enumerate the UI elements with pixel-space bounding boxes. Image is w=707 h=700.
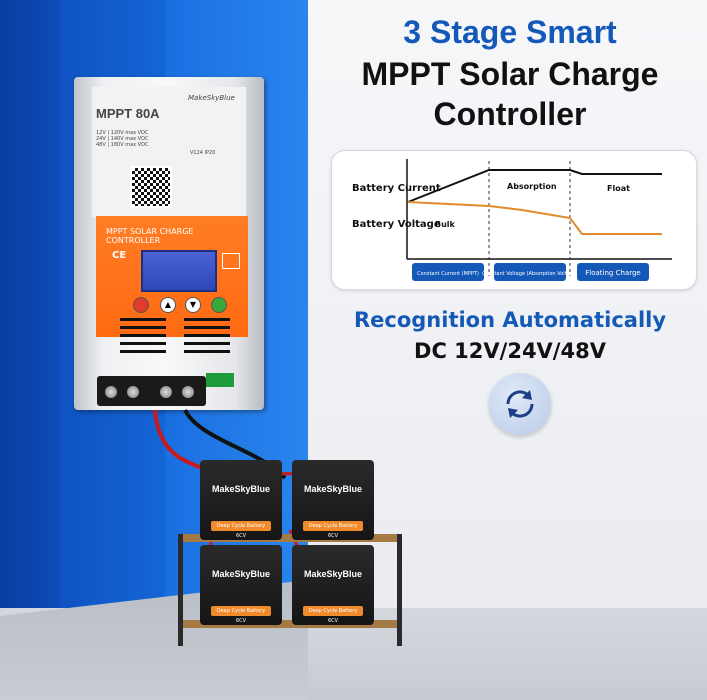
lcd-display bbox=[141, 250, 217, 292]
screw-icon bbox=[182, 386, 194, 398]
green-terminal bbox=[206, 373, 234, 387]
annotation-absorption: Absorption bbox=[507, 182, 557, 191]
screw-icon bbox=[127, 386, 139, 398]
battery-label: Deep Cycle Battery 6CV bbox=[303, 521, 363, 539]
series-voltage-line bbox=[407, 201, 662, 235]
terminal-block-right bbox=[150, 376, 206, 406]
ce-mark: CE bbox=[112, 250, 127, 261]
annotation-float: Float bbox=[607, 184, 630, 193]
up-button[interactable]: ▲ bbox=[160, 297, 176, 313]
controller-rating: V124 IP20 bbox=[190, 150, 216, 156]
series-current-line bbox=[407, 169, 662, 203]
controller-specs: 12V | 120V max VOC 24V | 140V max VOC 48… bbox=[96, 130, 149, 148]
battery-label: Deep Cycle Battery 6CV bbox=[211, 606, 271, 624]
voltage-support-text: DC 12V/24V/48V bbox=[414, 339, 606, 363]
rack-leg bbox=[397, 534, 402, 646]
controller-model: MPPT 80A bbox=[96, 106, 160, 121]
sync-icon bbox=[489, 373, 551, 435]
stage-box bbox=[494, 263, 566, 281]
charging-stage-chart: Battery Current Battery Voltage Absorpti… bbox=[331, 150, 697, 290]
battery-label: Deep Cycle Battery 6CV bbox=[303, 606, 363, 624]
headline-line-2: MPPT Solar Charge bbox=[361, 56, 659, 92]
chart-svg: Battery Current Battery Voltage Absorpti… bbox=[352, 159, 672, 281]
screw-icon bbox=[160, 386, 172, 398]
stage-label: Constant Current (MPPT) bbox=[417, 271, 479, 277]
vent-left bbox=[120, 318, 166, 358]
enter-button[interactable] bbox=[211, 297, 227, 313]
controller-brand: MakeSkyBlue bbox=[188, 94, 235, 102]
battery-brand: MakeSkyBlue bbox=[211, 484, 271, 494]
rack-shelf-top bbox=[178, 534, 402, 542]
blue-wall-shadow bbox=[0, 0, 60, 640]
menu-button[interactable] bbox=[133, 297, 149, 313]
battery-brand: MakeSkyBlue bbox=[303, 569, 363, 579]
rack-shelf-bottom bbox=[178, 620, 402, 628]
battery-brand: MakeSkyBlue bbox=[211, 569, 271, 579]
stage-label: Floating Charge bbox=[585, 269, 640, 277]
ylabel-voltage: Battery Voltage bbox=[352, 219, 441, 230]
down-button[interactable]: ▼ bbox=[185, 297, 201, 313]
battery-label: Deep Cycle Battery 6CV bbox=[211, 521, 271, 539]
vent-right bbox=[184, 318, 230, 358]
headline-line-3: Controller bbox=[433, 96, 587, 132]
stage-label: Constant Voltage (Absorption Voltage) bbox=[482, 271, 578, 277]
stage-box bbox=[412, 263, 484, 281]
rack-leg bbox=[178, 534, 183, 646]
screw-icon bbox=[105, 386, 117, 398]
grey-wall bbox=[308, 0, 707, 640]
qr-code-icon bbox=[130, 166, 172, 208]
ylabel-current: Battery Current bbox=[352, 183, 441, 194]
headline-line-1: 3 Stage Smart bbox=[403, 14, 617, 50]
annotation-bulk: Bulk bbox=[435, 220, 456, 229]
terminal-block-left bbox=[97, 376, 155, 406]
stage-box bbox=[577, 263, 649, 281]
recognition-text: Recognition Automatically bbox=[353, 308, 667, 332]
house-icon bbox=[222, 253, 240, 269]
battery-brand: MakeSkyBlue bbox=[303, 484, 363, 494]
panel-title: MPPT SOLAR CHARGE CONTROLLER bbox=[106, 227, 194, 245]
